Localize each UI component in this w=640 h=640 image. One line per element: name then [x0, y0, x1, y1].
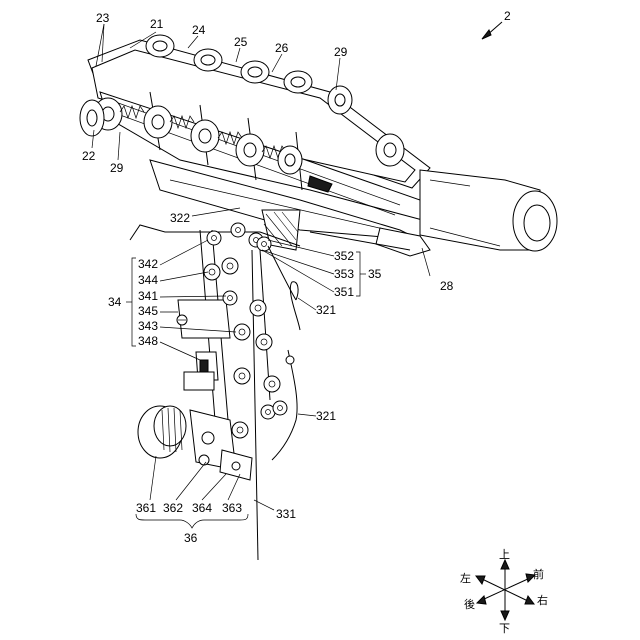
direction-right: 右: [537, 593, 548, 607]
label-29-left: 29: [110, 161, 124, 175]
label-345: 345: [138, 304, 158, 318]
label-341: 341: [138, 289, 158, 303]
direction-down: 下: [499, 622, 510, 635]
figure-number: 2: [504, 9, 511, 23]
label-364: 364: [192, 501, 212, 515]
label-36: 36: [184, 531, 198, 545]
label-321-upper: 321: [316, 303, 336, 317]
label-362: 362: [163, 501, 183, 515]
label-26: 26: [275, 41, 289, 55]
label-24: 24: [192, 23, 206, 37]
block-348: [184, 352, 218, 390]
label-342: 342: [138, 257, 158, 271]
label-344: 344: [138, 273, 158, 287]
label-35: 35: [368, 267, 382, 281]
label-363: 363: [222, 501, 242, 515]
lower-tension-unit: [138, 406, 252, 480]
direction-front: 前: [533, 567, 544, 581]
left-knob: [80, 100, 104, 136]
label-322: 322: [170, 211, 190, 225]
label-23: 23: [96, 11, 110, 25]
direction-left: 左: [460, 572, 471, 585]
label-25: 25: [234, 35, 248, 49]
label-348: 348: [138, 334, 158, 348]
label-331: 331: [276, 507, 296, 521]
label-353: 353: [334, 267, 354, 281]
label-343: 343: [138, 319, 158, 333]
label-29-top: 29: [334, 45, 348, 59]
thread-321: [268, 246, 300, 460]
label-28: 28: [440, 279, 454, 293]
label-21: 21: [150, 17, 164, 31]
label-321-lower: 321: [316, 409, 336, 423]
label-34: 34: [108, 295, 122, 309]
direction-compass: [476, 560, 535, 620]
main-frame-assembly: [80, 35, 430, 250]
direction-back: 後: [464, 597, 475, 611]
motor-cylinder: [420, 170, 557, 251]
label-22: 22: [82, 149, 96, 163]
direction-up: 上: [499, 548, 510, 561]
figure-number-arrow: [482, 22, 502, 39]
label-351: 351: [334, 285, 354, 299]
label-361: 361: [136, 501, 156, 515]
label-352: 352: [334, 249, 354, 263]
